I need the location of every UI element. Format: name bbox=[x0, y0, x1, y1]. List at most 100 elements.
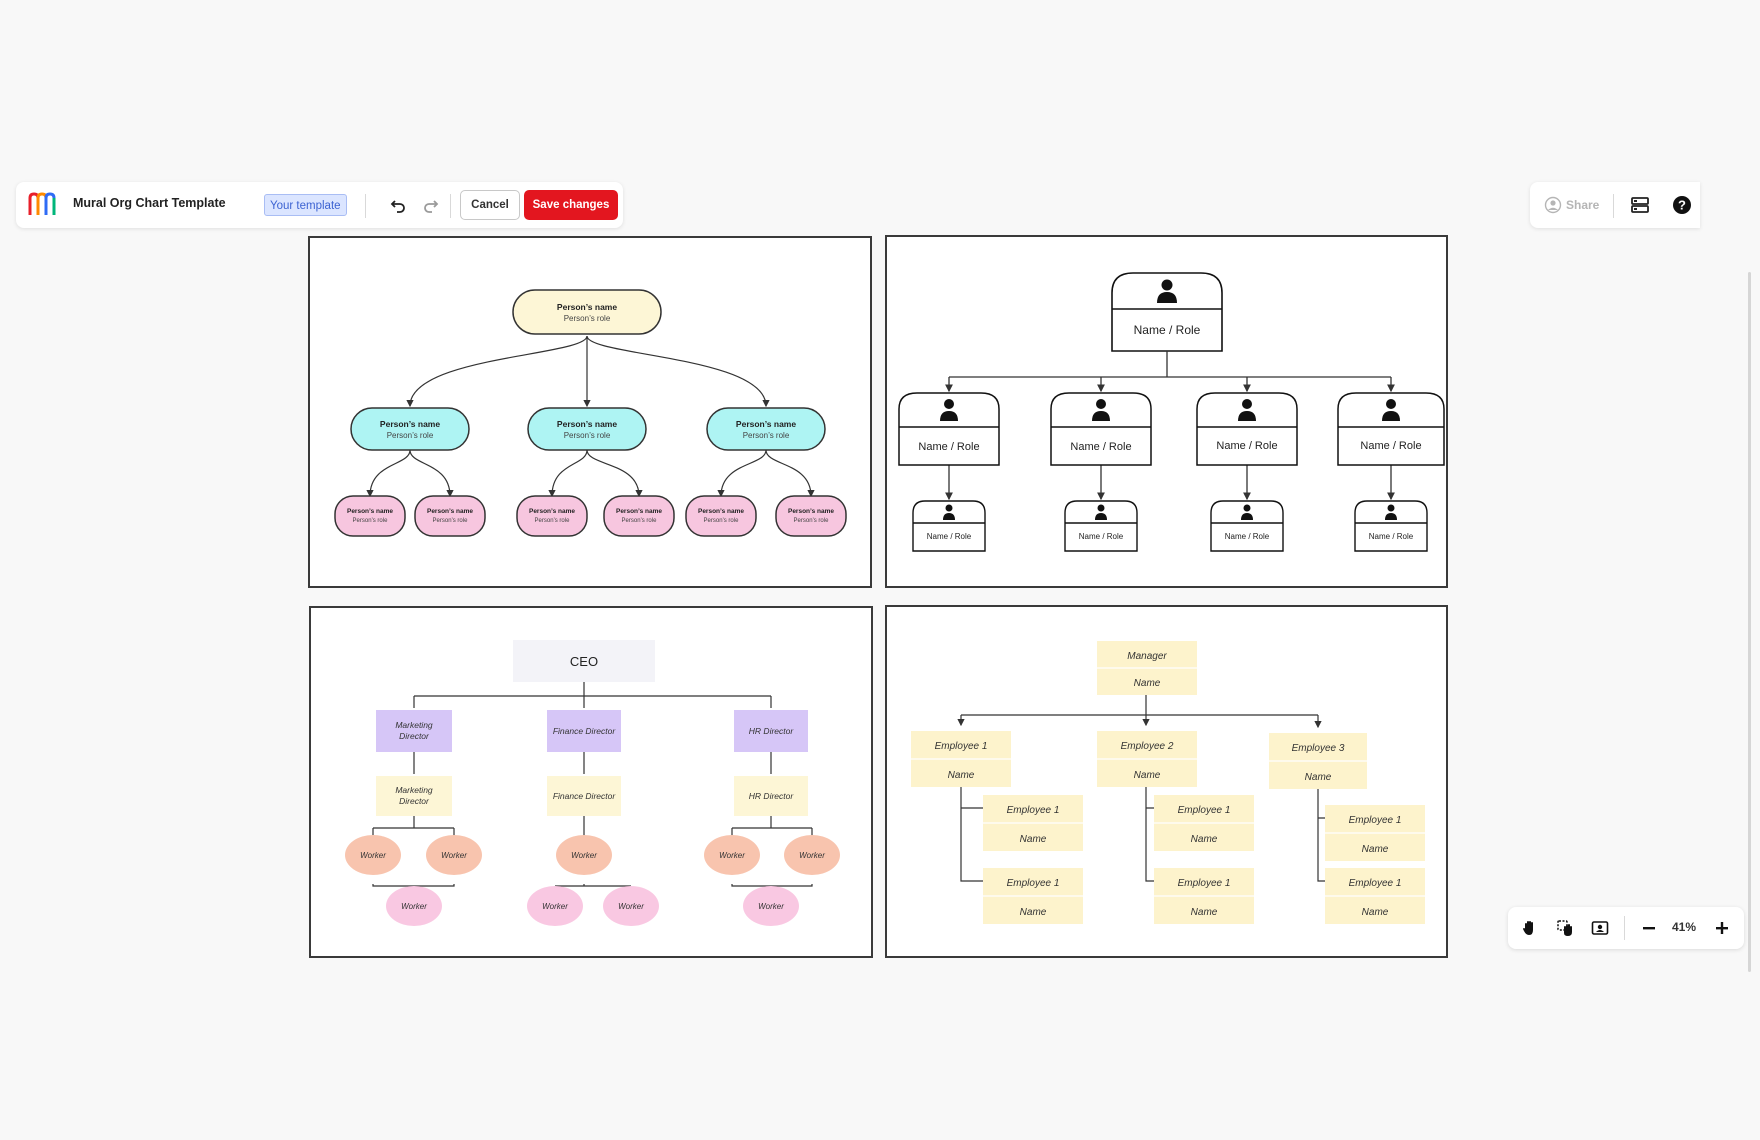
node-role: Person’s role bbox=[743, 431, 790, 440]
person-icon bbox=[943, 504, 955, 520]
org-node-leaf[interactable]: Person’s name Person’s role bbox=[603, 495, 675, 537]
worker-node[interactable]: Worker bbox=[743, 886, 799, 926]
director-box[interactable]: Finance Director bbox=[547, 710, 621, 752]
org-card[interactable]: Name / Role bbox=[1337, 392, 1445, 466]
ceo-box[interactable]: CEO bbox=[513, 640, 655, 682]
cancel-button[interactable]: Cancel bbox=[460, 190, 520, 220]
subdirector-box[interactable]: HR Director bbox=[734, 776, 808, 816]
worker-node[interactable]: Worker bbox=[386, 886, 442, 926]
node-role: Person’s role bbox=[564, 314, 611, 323]
redo-icon[interactable] bbox=[421, 195, 441, 215]
card-label: Name / Role bbox=[1216, 440, 1277, 452]
toolbar-divider bbox=[365, 194, 366, 218]
save-changes-button[interactable]: Save changes bbox=[524, 190, 618, 220]
org-node-mid[interactable]: Person’s name Person’s role bbox=[350, 407, 470, 451]
sticky-title: Employee 2 bbox=[1121, 741, 1174, 752]
zoom-level[interactable]: 41% bbox=[1672, 920, 1697, 934]
zoom-out-icon[interactable] bbox=[1639, 918, 1659, 938]
org-node-leaf[interactable]: Person’s name Person’s role bbox=[685, 495, 757, 537]
subdirector-label: HR Director bbox=[749, 791, 795, 801]
sub-employee-sticky[interactable]: Employee 1 Name bbox=[1325, 868, 1425, 924]
sub-employee-sticky[interactable]: Employee 1 Name bbox=[983, 795, 1083, 851]
org-card[interactable]: Name / Role bbox=[898, 392, 1000, 466]
sticky-name: Name bbox=[948, 770, 975, 781]
card-label: Name / Role bbox=[1360, 440, 1421, 452]
org-node-mid[interactable]: Person’s name Person’s role bbox=[527, 407, 647, 451]
worker-node[interactable]: Worker bbox=[345, 835, 401, 875]
node-name: Person’s name bbox=[736, 419, 796, 429]
map-icon[interactable] bbox=[1590, 918, 1610, 938]
node-name: Person’s name bbox=[698, 508, 744, 515]
director-box[interactable]: HR Director bbox=[734, 710, 808, 752]
manager-sticky[interactable]: Manager Name bbox=[1097, 641, 1197, 695]
org-chart-frame-2[interactable]: Name / Role Name / Role Name / Role bbox=[885, 235, 1448, 588]
connector bbox=[548, 449, 588, 498]
person-icon bbox=[940, 399, 958, 421]
person-icon bbox=[1095, 504, 1107, 520]
toolbar-divider bbox=[1624, 916, 1625, 940]
org-node-root[interactable]: Person’s name Person’s role bbox=[512, 289, 662, 335]
worker-node[interactable]: Worker bbox=[704, 835, 760, 875]
employee-sticky[interactable]: Employee 3 Name bbox=[1269, 733, 1367, 789]
node-role: Person’s role bbox=[535, 518, 571, 524]
employee-sticky[interactable]: Employee 1 Name bbox=[911, 731, 1011, 787]
org-card-small[interactable]: Name / Role bbox=[1354, 500, 1428, 552]
sticky-title: Employee 1 bbox=[1178, 878, 1231, 889]
worker-label: Worker bbox=[799, 851, 825, 860]
org-node-leaf[interactable]: Person’s name Person’s role bbox=[334, 495, 406, 537]
card-label: Name / Role bbox=[1070, 441, 1131, 453]
outline-panel-icon[interactable] bbox=[1630, 195, 1650, 215]
board-title[interactable]: Mural Org Chart Template bbox=[73, 196, 226, 210]
org-card-small[interactable]: Name / Role bbox=[912, 500, 986, 552]
mural-logo-icon[interactable] bbox=[27, 190, 59, 218]
sticky-title: Employee 1 bbox=[1007, 805, 1060, 816]
hand-icon[interactable] bbox=[1520, 918, 1540, 938]
select-hand-icon[interactable] bbox=[1555, 918, 1575, 938]
sticky-title: Employee 1 bbox=[1007, 878, 1060, 889]
org-node-leaf[interactable]: Person’s name Person’s role bbox=[516, 495, 588, 537]
worker-node[interactable]: Worker bbox=[556, 835, 612, 875]
org-card-small[interactable]: Name / Role bbox=[1210, 500, 1284, 552]
org-card-small[interactable]: Name / Role bbox=[1064, 500, 1138, 552]
share-toolbar: Share ? bbox=[1530, 182, 1700, 228]
org-chart-frame-1[interactable]: Person’s name Person’s role Person’s nam… bbox=[308, 236, 872, 588]
worker-label: Worker bbox=[441, 851, 467, 860]
share-label: Share bbox=[1566, 198, 1600, 212]
org-node-leaf[interactable]: Person’s name Person’s role bbox=[414, 495, 486, 537]
connector bbox=[409, 449, 454, 498]
sub-employee-sticky[interactable]: Employee 1 Name bbox=[983, 868, 1083, 924]
sub-employee-sticky[interactable]: Employee 1 Name bbox=[1154, 795, 1254, 851]
org-node-mid[interactable]: Person’s name Person’s role bbox=[706, 407, 826, 451]
undo-icon[interactable] bbox=[388, 195, 408, 215]
sub-employee-sticky[interactable]: Employee 1 Name bbox=[1154, 868, 1254, 924]
org-card[interactable]: Name / Role bbox=[1050, 392, 1152, 466]
worker-node[interactable]: Worker bbox=[426, 835, 482, 875]
subdirector-box[interactable]: Finance Director bbox=[547, 776, 621, 816]
sub-employee-sticky[interactable]: Employee 1 Name bbox=[1325, 805, 1425, 861]
share-button[interactable]: Share bbox=[1544, 196, 1599, 214]
share-user-icon bbox=[1544, 196, 1562, 214]
zoom-in-icon[interactable] bbox=[1712, 918, 1732, 938]
org-card-root[interactable]: Name / Role bbox=[1111, 272, 1223, 352]
help-icon[interactable]: ? bbox=[1672, 195, 1692, 215]
org-chart-frame-4[interactable]: Manager Name Employee 1 Name Employee 2 … bbox=[885, 605, 1448, 958]
node-role: Person’s role bbox=[794, 518, 830, 524]
org-node-leaf[interactable]: Person’s name Person’s role bbox=[775, 495, 847, 537]
worker-node[interactable]: Worker bbox=[603, 886, 659, 926]
vertical-scrollbar[interactable] bbox=[1748, 272, 1751, 972]
connector bbox=[586, 335, 770, 408]
employee-sticky[interactable]: Employee 2 Name bbox=[1097, 731, 1197, 787]
connector bbox=[406, 335, 588, 408]
worker-label: Worker bbox=[542, 902, 568, 911]
worker-node[interactable]: Worker bbox=[784, 835, 840, 875]
org-card[interactable]: Name / Role bbox=[1196, 392, 1298, 466]
worker-node[interactable]: Worker bbox=[527, 886, 583, 926]
org-chart-4: Manager Name Employee 1 Name Employee 2 … bbox=[911, 641, 1425, 924]
zoom-toolbar: 41% bbox=[1508, 907, 1744, 949]
node-name: Person’s name bbox=[557, 302, 617, 312]
